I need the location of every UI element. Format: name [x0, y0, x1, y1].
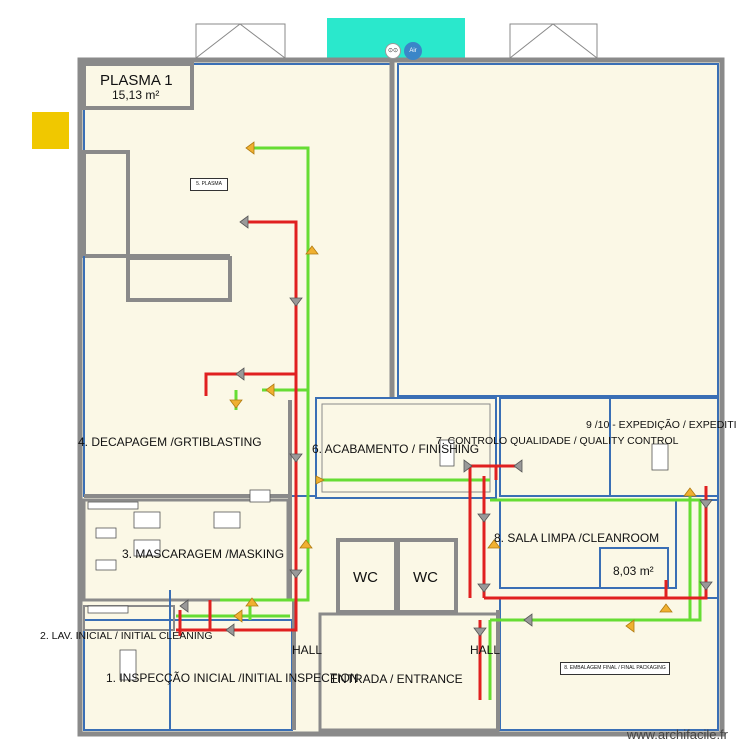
supply-vents: [229, 141, 697, 633]
hvac-icon: ⊙⊙: [385, 43, 401, 59]
lav-inicial-label: 2. LAV. INICIAL / INITIAL CLEANING: [40, 630, 213, 642]
embalagem-label: 8. EMBALAGEM FINAL / FINAL PACKAGING: [560, 662, 670, 675]
sala-limpa-area: 8,03 m²: [613, 564, 654, 578]
air-icon: Air: [404, 42, 422, 60]
entrada-room: [318, 612, 500, 732]
sala-limpa-sub: [599, 547, 669, 589]
sala-limpa-label: 8. SALA LIMPA /CLEANROOM: [494, 531, 660, 545]
return-vents: [179, 215, 713, 637]
blast-booth: [126, 256, 232, 302]
controlo-label: 7. CONTROLO QUALIDADE / QUALITY CONTROL: [436, 435, 679, 447]
acabamento-label: 6. ACABAMENTO / FINISHING: [312, 442, 480, 456]
mascaragem-room: [82, 498, 290, 602]
controlo-room: [499, 397, 611, 497]
lav-inicial-room: [83, 605, 175, 631]
hall1-label: HALL: [292, 643, 323, 657]
plasma1-room: [82, 62, 194, 110]
expedicao-label: 9 /10 - EXPEDIÇÃO / EXPEDITI: [586, 419, 737, 431]
top-door-left: [195, 23, 286, 59]
hvac-badge: ⊙⊙ Air: [385, 42, 422, 60]
wc1-label: WC: [353, 569, 378, 586]
plasma1-title: PLASMA 1: [100, 72, 173, 89]
mascaragem-label: 3. MASCARAGEM /MASKING: [122, 547, 285, 561]
decapagem-label: 4. DECAPAGEM /GRTIBLASTING: [78, 435, 262, 449]
entrada-label: ENTRADA / ENTRANCE: [330, 672, 463, 686]
wc2-room: [396, 538, 458, 614]
inspeccao-label: 1. INSPECÇÃO INICIAL /INITIAL INSPECTION: [106, 671, 359, 685]
hall2-label: HALL: [470, 643, 501, 657]
yellow-block: [32, 112, 69, 149]
top-door-right: [509, 23, 598, 59]
wc1-room: [336, 538, 398, 614]
watermark: www.archifacile.fr: [626, 727, 728, 742]
wc2-label: WC: [413, 569, 438, 586]
plasma1-area: 15,13 m²: [112, 88, 160, 102]
masking-tables: [87, 439, 669, 681]
right-big-room: [397, 63, 719, 397]
plasma-small-label: 5. PLASMA: [190, 178, 228, 191]
